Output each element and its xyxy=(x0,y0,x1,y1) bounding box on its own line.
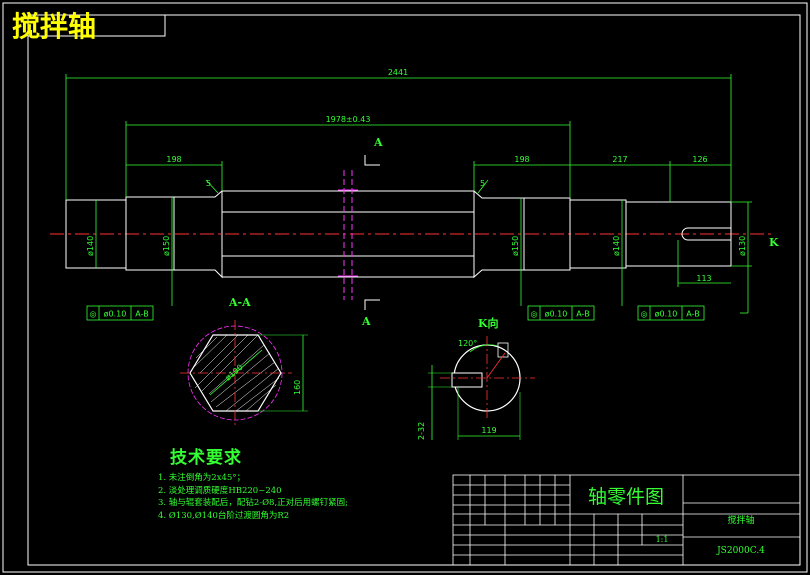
drawing-number: JS2000C.4 xyxy=(716,546,765,556)
material-name: 搅拌轴 xyxy=(727,514,754,526)
tol1-datum: A-B xyxy=(135,310,148,319)
dim-dia3: ø150 xyxy=(511,236,520,256)
tech-req-title: 技术要求 xyxy=(170,448,242,468)
dim-chamfer-right: 5 xyxy=(480,179,485,188)
tech-req-list: 1. 未注倒角为2x45°； 2. 淡处理调质硬度HB220~240 3. 轴与… xyxy=(158,472,448,522)
dim-overall: 2441 xyxy=(388,68,408,77)
dim-chamfer-left: 5 xyxy=(206,179,211,188)
dim-dia4: ø140 xyxy=(612,236,621,256)
dim-dia2: ø150 xyxy=(162,236,171,256)
tol3-datum: A-B xyxy=(686,310,699,319)
dim-right-seg3: 126 xyxy=(692,155,707,164)
section-aa-view xyxy=(180,320,308,428)
dim-dia5: ø130 xyxy=(738,236,747,256)
dim-keyway-len: 113 xyxy=(696,274,711,283)
technical-requirements: 技术要求 1. 未注倒角为2x45°； 2. 淡处理调质硬度HB220~240 … xyxy=(158,443,448,522)
tol1-symbol: ◎ xyxy=(90,310,97,319)
title-tab xyxy=(28,15,166,37)
tol2-symbol: ◎ xyxy=(531,310,538,319)
tol2-value: ø0.10 xyxy=(545,310,568,319)
dim-span: 1978±0.43 xyxy=(326,115,371,124)
dim-right-seg1: 198 xyxy=(514,155,529,164)
view-k-label: K向 xyxy=(478,316,499,330)
drawing-title: 搅拌轴 xyxy=(12,10,97,43)
scale-value: 1:1 xyxy=(656,535,669,544)
tol2-datum: A-B xyxy=(576,310,589,319)
dim-k-keys: 2-32 xyxy=(417,422,426,440)
tech-req-item: 3. 轴与辊套装配后，配钻2-Ø8,正对后用螺钉紧固; xyxy=(158,498,349,508)
dimension-texts: 2441 1978±0.43 198 198 217 126 113 5 5 ø… xyxy=(86,68,747,440)
tolerance-frame-boxes xyxy=(86,305,705,321)
dim-angle: 120° xyxy=(458,339,477,348)
dim-right-seg2: 217 xyxy=(612,155,627,164)
cut-label-top: A xyxy=(373,136,383,149)
dim-left-seg: 198 xyxy=(166,155,181,164)
tolerance-texts: ◎ ø0.10 A-B ◎ ø0.10 A-B ◎ ø0.10 A-B xyxy=(90,310,700,319)
dim-dia1: ø140 xyxy=(86,236,95,256)
dimension-lines xyxy=(65,74,752,314)
tol3-value: ø0.10 xyxy=(655,310,678,319)
k-arrow-label: K xyxy=(769,236,779,249)
dim-section-side: 160 xyxy=(293,380,302,395)
inner-border xyxy=(27,14,801,566)
view-k xyxy=(428,336,535,440)
title-block-texts: 轴零件图 搅拌轴 JS2000C.4 1:1 xyxy=(588,486,765,556)
tol3-symbol: ◎ xyxy=(641,310,648,319)
tech-req-item: 1. 未注倒角为2x45°； xyxy=(158,473,246,483)
tech-req-item: 4. Ø130,Ø140台阶过渡圆角为R2 xyxy=(158,510,290,521)
shaft-outline xyxy=(65,189,732,279)
part-name: 轴零件图 xyxy=(588,486,664,508)
tech-req-item: 2. 淡处理调质硬度HB220~240 xyxy=(158,485,282,496)
tol1-value: ø0.10 xyxy=(104,310,127,319)
section-aa-label: A-A xyxy=(228,296,251,309)
dim-k-width: 119 xyxy=(481,426,496,435)
view-labels: A A A-A K向 K xyxy=(228,136,779,330)
cut-label-bottom: A xyxy=(361,315,371,328)
section-cut-marks xyxy=(338,155,380,310)
title-block-grid xyxy=(452,474,801,566)
